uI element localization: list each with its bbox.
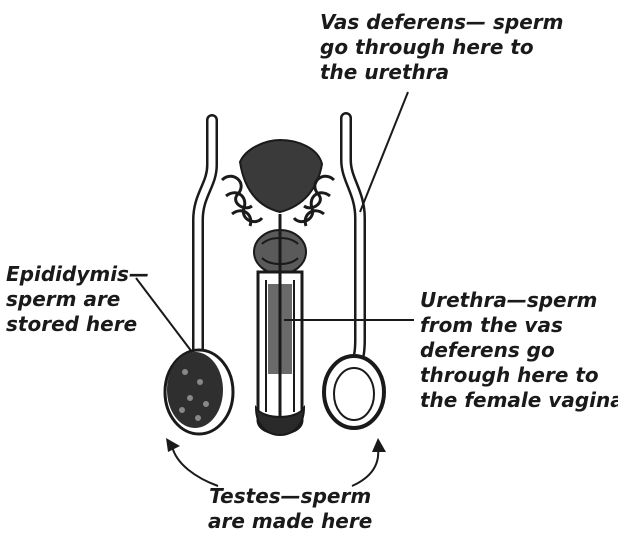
left-epididymis: [167, 352, 223, 428]
epididymis-label-line-1: Epididymis—: [6, 262, 149, 287]
right-testis: [324, 356, 384, 428]
urethra-label-line-5: the female vagina: [420, 388, 618, 413]
vas-deferens-label-line-3: the urethra: [320, 60, 563, 85]
testes-left-arrow: [172, 446, 218, 486]
epididymis-label-line-3: stored here: [6, 312, 149, 337]
testes-right-arrow: [352, 448, 378, 486]
urethra-label-line-1: Urethra—sperm: [420, 288, 618, 313]
vas-deferens-label-line-2: go through here to: [320, 35, 563, 60]
testes-label-line-2: are made here: [208, 509, 372, 534]
urethra-label-line-4: through here to: [420, 363, 618, 388]
testes-label: Testes—sperm are made here: [208, 484, 372, 534]
vas-deferens-label: Vas deferens— sperm go through here to t…: [320, 10, 563, 85]
testes-label-line-1: Testes—sperm: [208, 484, 372, 509]
vas-deferens-pointer: [360, 92, 408, 212]
epididymis-label-line-2: sperm are: [6, 287, 149, 312]
vas-deferens-label-line-1: Vas deferens— sperm: [320, 10, 563, 35]
bladder: [240, 140, 322, 212]
urethra-label-line-3: deferens go: [420, 338, 618, 363]
urethra-label-line-2: from the vas: [420, 313, 618, 338]
epididymis-label: Epididymis— sperm are stored here: [6, 262, 149, 337]
urethra-label: Urethra—sperm from the vas deferens go t…: [420, 288, 618, 413]
